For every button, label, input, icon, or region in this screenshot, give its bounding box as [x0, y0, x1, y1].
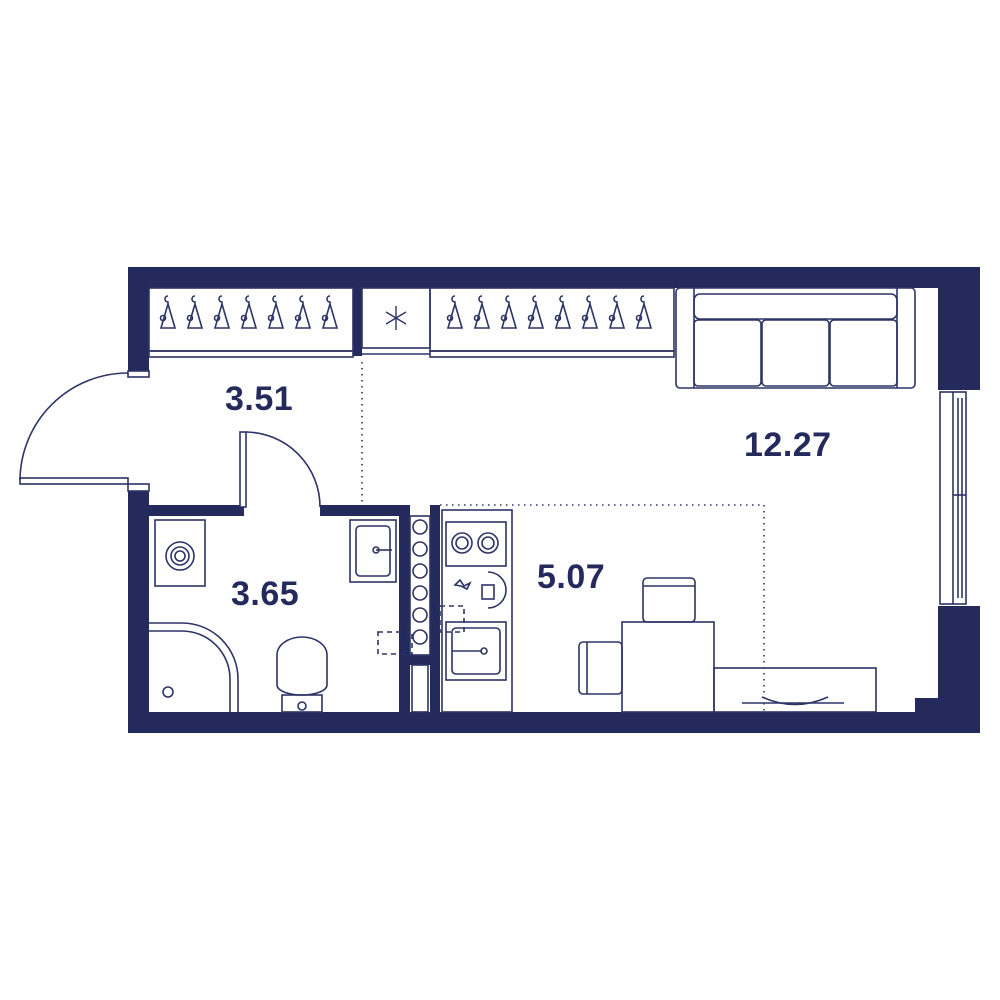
toilet-icon [276, 636, 328, 713]
riser-icon [409, 515, 431, 713]
hanger-icon [321, 295, 339, 329]
partition-bath-right [399, 505, 410, 712]
zone-boundaries [361, 362, 765, 712]
hanger-icon [635, 295, 653, 329]
partition-bath-top-b [320, 505, 410, 516]
kitchen-sink-icon [445, 621, 507, 681]
wall-right-upper [938, 267, 980, 390]
hanger-icon [500, 295, 518, 329]
area-label-kitchen: 5.07 [537, 558, 606, 596]
tv-stand-icon [713, 667, 877, 713]
hanger-icon [608, 295, 626, 329]
hanger-hook-icon [321, 314, 329, 322]
hangers-left [159, 295, 339, 329]
wall-right-corner [915, 698, 980, 733]
table-icon [621, 621, 715, 713]
partition-duct [430, 505, 440, 712]
wardrobe-right-base [429, 350, 675, 358]
window-icon [939, 391, 967, 605]
hanger-hook-icon [446, 314, 454, 322]
hangers-right [446, 295, 653, 329]
plant-icon [453, 578, 472, 591]
area-label-bathroom: 3.65 [231, 575, 300, 613]
hanger-hook-icon [186, 314, 194, 322]
hanger-icon [240, 295, 258, 329]
hanger-icon [294, 295, 312, 329]
wall-bottom [128, 712, 980, 733]
area-label-living: 12.27 [744, 426, 832, 464]
hanger-hook-icon [240, 314, 248, 322]
partition-bath-top-a [149, 505, 244, 516]
partition-duct-bottom [399, 655, 440, 665]
hanger-icon [581, 295, 599, 329]
washing-machine-icon [154, 519, 206, 587]
meter-icon [377, 605, 465, 655]
walls [128, 267, 980, 733]
sofa-icon [675, 287, 916, 389]
chair-icon [578, 577, 696, 695]
kitchen-counter [441, 509, 513, 713]
wall-top [128, 267, 980, 288]
wardrobe-left-base [148, 350, 354, 358]
hanger-hook-icon [473, 314, 481, 322]
stove-icon [445, 521, 507, 567]
hanger-icon [213, 295, 231, 329]
hanger-hook-icon [500, 314, 508, 322]
hanger-hook-icon [159, 314, 167, 322]
sink-icon [349, 519, 397, 583]
hanger-icon [267, 295, 285, 329]
furniture [19, 287, 967, 713]
hanger-hook-icon [267, 314, 275, 322]
hanger-hook-icon [527, 314, 535, 322]
wall-left-lower [128, 491, 149, 733]
hanger-hook-icon [581, 314, 589, 322]
area-label-hall: 3.51 [225, 380, 294, 418]
hanger-icon [446, 295, 464, 329]
hanger-hook-icon [554, 314, 562, 322]
shower-icon [149, 622, 239, 712]
hanger-icon [527, 295, 545, 329]
hanger-icon [186, 295, 204, 329]
hanger-icon [554, 295, 572, 329]
hanger-hook-icon [213, 314, 221, 322]
hanger-hook-icon [635, 314, 643, 322]
hanger-hook-icon [608, 314, 616, 322]
door-icon [19, 370, 150, 492]
wall-left-upper [128, 267, 149, 371]
partition-wardrobe [353, 288, 362, 356]
snowflake-icon [385, 306, 407, 330]
hanger-hook-icon [294, 314, 302, 322]
hanger-icon [473, 295, 491, 329]
hanger-icon [159, 295, 177, 329]
bathroom-door-icon [239, 431, 321, 508]
